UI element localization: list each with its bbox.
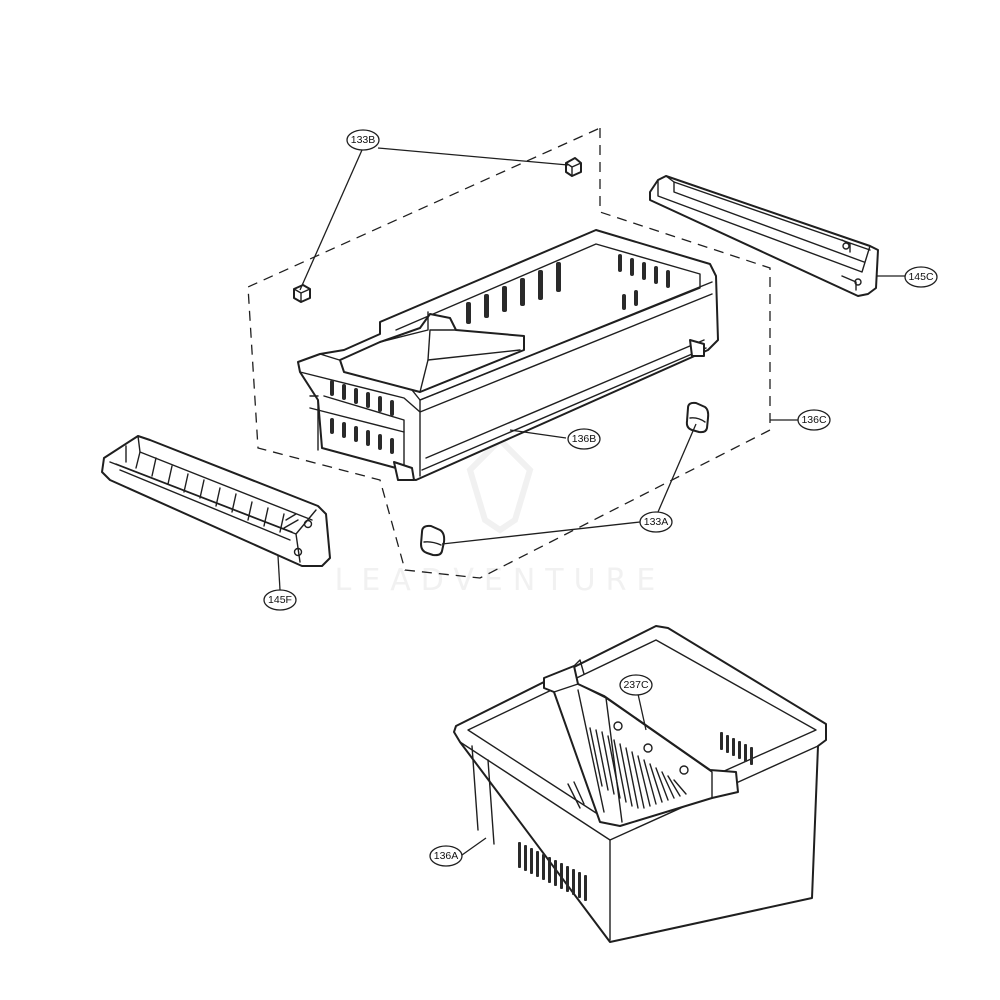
leader-133b-top xyxy=(377,147,569,166)
callout-145c-label: 145C xyxy=(908,271,934,283)
leader-133b-left xyxy=(299,149,363,291)
watermark-text: LEADVENTURE xyxy=(335,563,666,598)
stopper-133b-top xyxy=(565,157,582,177)
callout-133b: 133B xyxy=(346,129,380,151)
assembly-outline xyxy=(247,126,771,579)
leader-133a-left xyxy=(441,521,641,545)
leader-136a xyxy=(461,837,487,856)
callout-237c-label: 237C xyxy=(623,679,649,691)
callout-136c: 136C xyxy=(797,409,831,431)
callout-133a: 133A xyxy=(639,511,673,533)
leader-145f xyxy=(277,555,281,591)
callout-237c: 237C xyxy=(619,674,653,696)
rail-145f xyxy=(101,435,331,567)
leader-133a-right xyxy=(657,423,697,513)
roller-133a-right xyxy=(685,401,710,434)
watermark: LEADVENTURE xyxy=(335,435,666,598)
stopper-133b-left xyxy=(293,284,311,303)
callout-133b-label: 133B xyxy=(351,134,376,146)
callout-133a-label: 133A xyxy=(644,516,669,528)
callout-145f: 145F xyxy=(263,589,297,611)
callout-145c: 145C xyxy=(904,266,938,288)
callout-136b-label: 136B xyxy=(572,433,597,445)
callout-136a: 136A xyxy=(429,845,463,867)
callout-136b: 136B xyxy=(567,428,601,450)
leader-lines xyxy=(277,147,905,856)
rail-145c xyxy=(649,175,879,297)
basket-136a xyxy=(453,625,827,943)
leader-237c xyxy=(637,693,647,731)
drawer-136b xyxy=(297,229,719,481)
callout-136a-label: 136A xyxy=(434,850,459,862)
divider-237c xyxy=(543,659,739,827)
callout-136c-label: 136C xyxy=(801,414,827,426)
watermark-logo-icon xyxy=(466,435,534,534)
roller-133a-left xyxy=(420,524,446,557)
leader-136b xyxy=(509,429,567,439)
callout-145f-label: 145F xyxy=(268,594,292,606)
